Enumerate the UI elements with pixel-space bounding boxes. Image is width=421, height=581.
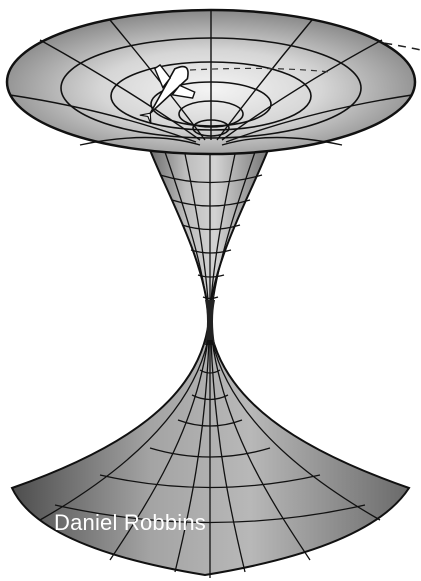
throat-waist xyxy=(205,300,215,345)
credit-caption: Daniel Robbins xyxy=(54,510,206,536)
upper-throat xyxy=(150,150,268,320)
